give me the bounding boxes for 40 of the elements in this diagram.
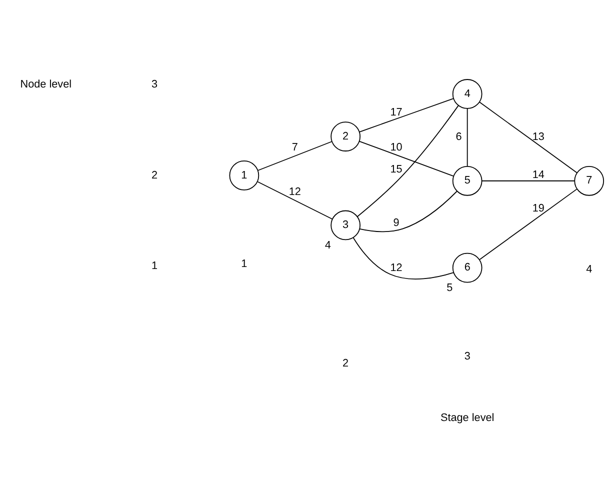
label: 1 xyxy=(152,260,158,272)
edge-label: 15 xyxy=(390,163,402,176)
edge-label: 14 xyxy=(532,168,544,181)
connector xyxy=(479,102,578,174)
connector xyxy=(356,105,459,218)
node-label: 5 xyxy=(446,282,453,294)
edge-label: 12 xyxy=(288,186,301,198)
edge-label: 6 xyxy=(456,131,462,144)
label: 3 xyxy=(464,350,470,362)
edge-label: 12 xyxy=(390,262,402,274)
edge-label: 13 xyxy=(532,130,544,143)
node-circle: 6 xyxy=(452,252,482,283)
node-circle: 3 xyxy=(330,210,360,240)
edge-label: 7 xyxy=(292,142,298,154)
label: Stage level xyxy=(440,412,494,424)
connector xyxy=(257,181,333,220)
edge-label: 9 xyxy=(393,216,400,229)
node-circle: 5 xyxy=(452,166,482,196)
label: 2 xyxy=(152,169,158,182)
node-label: 4 xyxy=(324,239,331,252)
label: 4 xyxy=(586,263,592,276)
node-circle: 1 xyxy=(229,160,260,190)
connector xyxy=(479,188,578,260)
node-circle: 4 xyxy=(452,79,482,109)
connector xyxy=(482,180,576,182)
edge-label: 19 xyxy=(532,202,544,214)
edge-label: 10 xyxy=(390,142,402,154)
connector xyxy=(466,108,468,167)
label: 2 xyxy=(342,358,349,370)
connector xyxy=(352,237,454,280)
connector xyxy=(258,141,332,171)
node-circle: 7 xyxy=(574,166,604,196)
label: 1 xyxy=(241,258,248,270)
connector xyxy=(358,140,454,176)
node-circle: 2 xyxy=(330,122,360,152)
edge-label: 17 xyxy=(390,106,402,118)
label: 3 xyxy=(152,78,158,91)
label: Node level xyxy=(20,78,72,91)
connector xyxy=(359,190,458,232)
connector xyxy=(359,98,454,132)
